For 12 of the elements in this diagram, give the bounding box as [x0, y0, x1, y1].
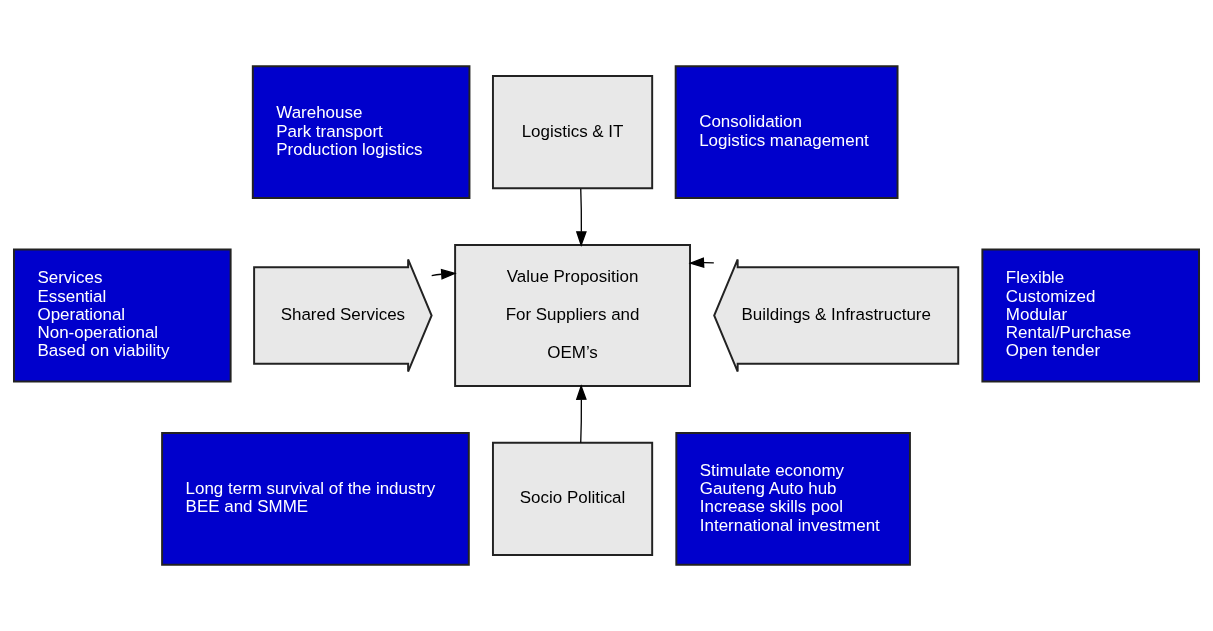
node-box: Services Essential Operational Non-operational Based on viability — [13, 248, 232, 383]
node-box: Long term survival of the industry BEE and SMME — [161, 431, 470, 566]
node-box: Consolidation Logistics management — [674, 65, 899, 199]
node-box: Flexible Customized Modular Rental/Purchase Open tender — [981, 248, 1200, 383]
node-box: Stimulate economy Gauteng Auto hub Increase skills pool International investment — [675, 431, 911, 566]
arrow — [688, 257, 715, 269]
node-box: Logistics & IT — [491, 75, 654, 190]
node-box: Socio Political — [491, 441, 654, 556]
arrow — [575, 384, 587, 444]
node-box: Warehouse Park transport Production logistics — [251, 65, 471, 199]
arrow — [575, 188, 587, 247]
node-box: Value Proposition For Suppliers and OEM’s — [454, 244, 691, 387]
